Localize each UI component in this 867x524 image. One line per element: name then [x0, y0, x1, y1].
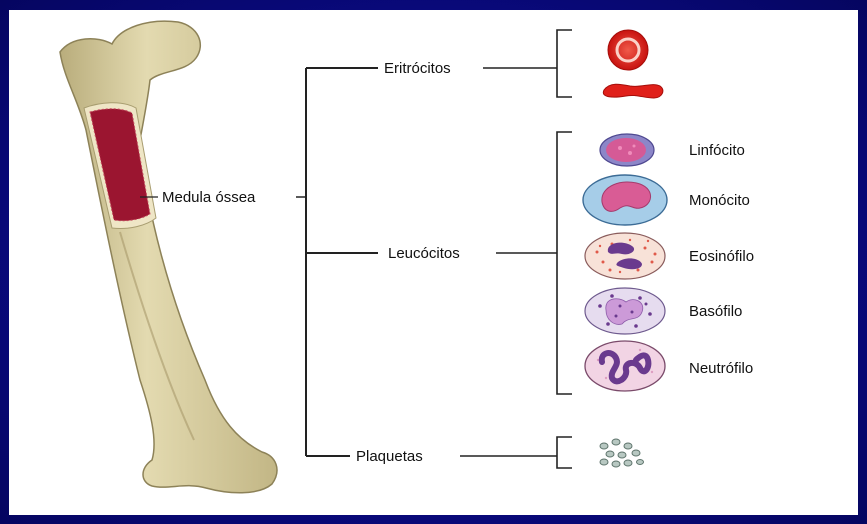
label-linfocito: Linfócito — [689, 142, 745, 159]
label-neutrofilo: Neutrófilo — [689, 360, 753, 377]
basophil-icon — [585, 288, 665, 334]
erythrocyte-face-icon — [608, 30, 648, 70]
eosinophil-icon — [585, 233, 665, 279]
label-monocito: Monócito — [689, 192, 750, 209]
femur-bone — [60, 21, 277, 493]
main-bracket — [306, 68, 378, 456]
label-medula-ossea: Medula óssea — [162, 189, 256, 206]
label-plaquetas: Plaquetas — [356, 448, 423, 465]
lymphocyte-icon — [600, 134, 654, 166]
label-leucocitos: Leucócitos — [388, 245, 460, 262]
label-basofilo: Basófilo — [689, 303, 742, 320]
monocyte-icon — [583, 175, 667, 225]
erythrocyte-cells — [603, 30, 663, 98]
erythrocyte-side-icon — [603, 84, 663, 98]
platelets-icon — [600, 439, 644, 467]
label-eritrocitos: Eritrócitos — [384, 60, 451, 77]
neutrophil-icon — [585, 341, 665, 391]
label-eosinofilo: Eosinófilo — [689, 248, 754, 265]
femur-shape — [60, 21, 277, 493]
sub-brackets — [460, 30, 572, 468]
